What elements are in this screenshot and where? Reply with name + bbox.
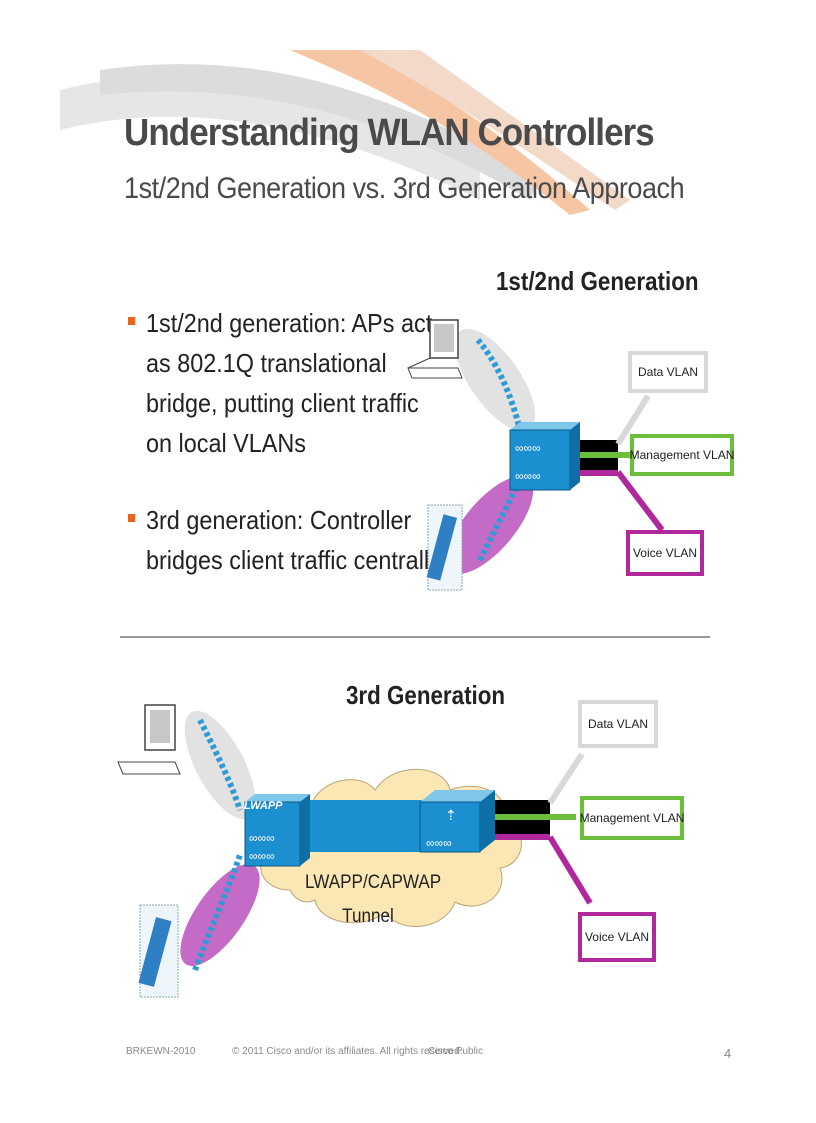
footer-page-number: 4 (724, 1046, 732, 1061)
diagram-top-heading: 1st/2nd Generation (496, 266, 699, 296)
wifi-coverage-shape (454, 328, 536, 432)
access-point-icon: ∞∞∞ ∞∞∞ (509, 422, 580, 491)
bullet-2-line-1: 3rd generation: Controller (146, 505, 412, 535)
phone-icon (426, 504, 463, 591)
svg-text:∞∞∞: ∞∞∞ (515, 441, 541, 455)
svg-text:∞∞∞: ∞∞∞ (426, 836, 452, 850)
svg-text:∞∞∞: ∞∞∞ (249, 831, 275, 845)
top-management-vlan-box: Management VLAN (630, 434, 734, 476)
diagram-bottom-graphic: ∞∞∞ ∞∞∞ ⇡ ∞∞∞ (117, 704, 593, 998)
bullet-1-line-1: 1st/2nd generation: APs act (146, 308, 433, 338)
top-data-vlan-box: Data VLAN (628, 351, 708, 393)
bullet-2-line-2: bridges client traffic centrally (146, 545, 441, 575)
tunnel-label-line-2: Tunnel (342, 906, 394, 927)
bullet-1-line-4: on local VLANs (146, 428, 306, 458)
bullet-1-line-2: as 802.1Q translational (146, 348, 387, 378)
wireless-link-icon (192, 854, 243, 972)
top-voice-vlan-box: Voice VLAN (626, 530, 704, 576)
diagram-bottom-heading: 3rd Generation (346, 680, 506, 710)
bottom-data-vlan-box: Data VLAN (578, 700, 658, 748)
bottom-management-vlan-box: Management VLAN (580, 796, 684, 840)
bottom-voice-vlan-box: Voice VLAN (578, 912, 656, 962)
bullet-2: 3rd generation: Controller bridges clien… (128, 500, 441, 580)
svg-text:∞∞∞: ∞∞∞ (249, 849, 275, 863)
svg-text:⇡: ⇡ (445, 807, 457, 823)
wlan-controller-icon: ⇡ ∞∞∞ (419, 790, 495, 853)
bullet-1: 1st/2nd generation: APs act as 802.1Q tr… (128, 303, 433, 463)
header-swoosh-graphic (60, 50, 630, 215)
footer-copyright: © 2011 Cisco and/or its affiliates. All … (232, 1046, 463, 1057)
laptop-icon (117, 704, 181, 775)
footer-session-id: BRKEWN-2010 (126, 1046, 196, 1057)
phone-icon (138, 904, 179, 998)
footer-classification: Cisco Public (428, 1046, 484, 1057)
tunnel-label-line-1: LWAPP/CAPWAP (305, 872, 442, 893)
diagram-top-graphic: ∞∞∞ ∞∞∞ (407, 319, 665, 591)
lwapp-ap-label: LWAPP (244, 800, 283, 812)
laptop-icon (407, 319, 463, 379)
section-divider (120, 636, 710, 638)
wireless-link-icon (197, 718, 243, 811)
slide-subtitle: 1st/2nd Generation vs. 3rd Generation Ap… (124, 172, 685, 205)
svg-text:∞∞∞: ∞∞∞ (515, 469, 541, 483)
bullet-1-line-3: bridge, putting client traffic (146, 388, 419, 418)
wireless-link-icon (475, 338, 523, 431)
wireless-link-icon (477, 478, 523, 562)
bullet-marker (128, 514, 136, 522)
wifi-coverage-shape (180, 863, 260, 967)
slide-title: Understanding WLAN Controllers (124, 112, 655, 154)
bullet-marker (128, 317, 136, 325)
lwapp-access-point-icon: ∞∞∞ ∞∞∞ (244, 794, 310, 867)
tunnel-shape (300, 800, 430, 852)
